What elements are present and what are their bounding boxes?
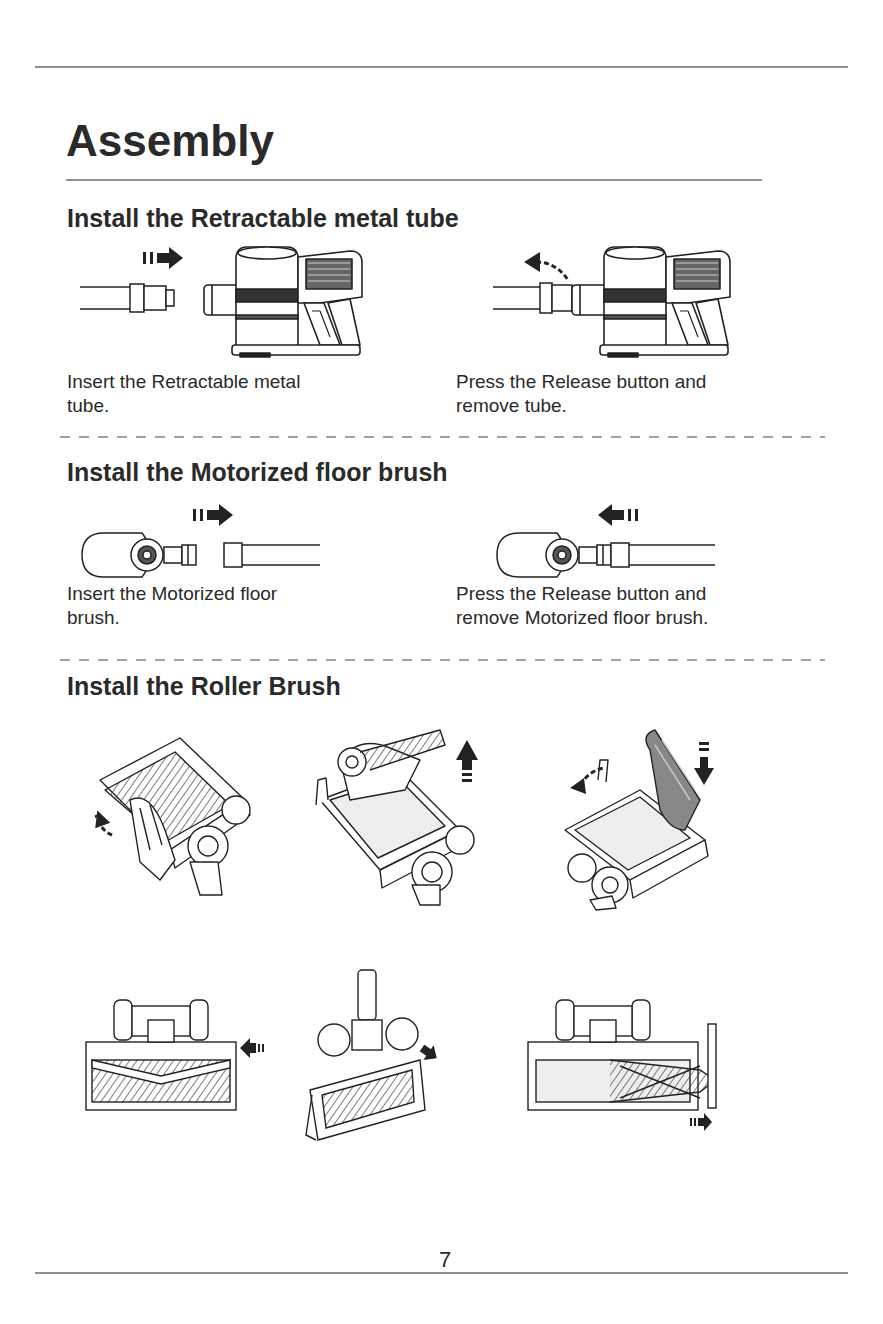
page-title: Assembly xyxy=(66,113,466,168)
step-caption: Press the Release button and remove Moto… xyxy=(456,582,766,630)
section-heading: Install the Motorized floor brush xyxy=(67,457,667,488)
section-heading: Install the Retractable metal tube xyxy=(67,203,667,234)
step-caption: Insert the Retractable metal tube. xyxy=(67,370,302,418)
step-caption: Insert the Motorized floor brush. xyxy=(67,582,302,630)
step-caption: Press the Release button and remove tube… xyxy=(456,370,716,418)
page-number: 7 xyxy=(430,1246,460,1274)
section-heading: Install the Roller Brush xyxy=(67,671,667,702)
